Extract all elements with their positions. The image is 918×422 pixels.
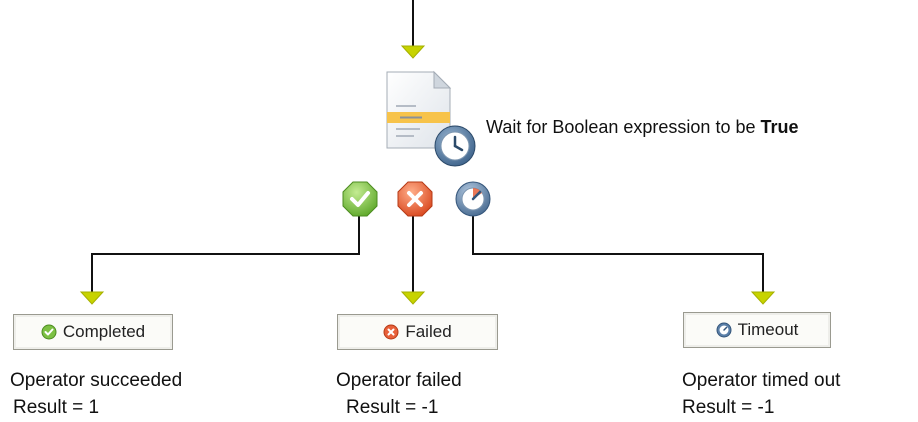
state-completed-label: Completed <box>62 322 146 341</box>
failed-arrowhead <box>400 291 426 305</box>
check-small-icon <box>41 324 57 340</box>
failed-description-text: Operator failed <box>336 370 462 391</box>
check-circle-icon[interactable] <box>341 180 379 223</box>
activity-label-bold: True <box>760 117 799 137</box>
state-failed-label: Failed <box>405 322 452 341</box>
state-failed[interactable]: Failed <box>337 314 498 350</box>
document-clock-icon[interactable] <box>380 68 480 173</box>
clock-circle-icon[interactable] <box>454 180 492 223</box>
failed-description: Operator failed Result = -1 <box>336 367 462 421</box>
failed-result: Result = -1 <box>346 397 439 418</box>
x-circle-icon[interactable] <box>396 180 434 223</box>
state-completed[interactable]: Completed <box>13 314 173 350</box>
timeout-connector <box>472 213 764 292</box>
incoming-arrowhead <box>400 45 426 59</box>
completed-arrowhead <box>79 291 105 305</box>
timeout-description-text: Operator timed out <box>682 370 841 391</box>
completed-description-text: Operator succeeded <box>10 370 183 391</box>
state-timeout[interactable]: Timeout <box>683 312 831 348</box>
clock-small-icon <box>716 322 732 338</box>
x-small-icon <box>383 324 399 340</box>
activity-label: Wait for Boolean expression to be True <box>486 117 799 138</box>
timeout-arrowhead <box>750 291 776 305</box>
completed-connector <box>91 213 360 292</box>
completed-result: Result = 1 <box>13 397 100 418</box>
timeout-result: Result = -1 <box>682 397 775 418</box>
timeout-description: Operator timed out Result = -1 <box>682 367 840 421</box>
completed-description: Operator succeeded Result = 1 <box>10 367 182 421</box>
state-timeout-label: Timeout <box>737 320 799 339</box>
activity-label-text: Wait for Boolean expression to be <box>486 117 761 137</box>
